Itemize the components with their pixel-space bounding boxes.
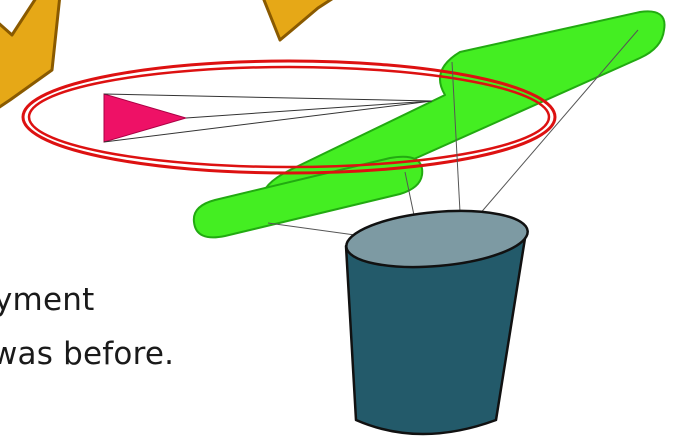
caption-text-line-2: was before. (0, 336, 175, 372)
beam-line-mid (185, 100, 433, 119)
red-ellipse-inner (27, 65, 551, 169)
connector-line-2 (477, 29, 639, 217)
beam-line-bottom (103, 100, 433, 143)
beam-line-top (103, 93, 433, 102)
database-cylinder-body (344, 230, 528, 436)
caption-text-line-1: yment (0, 282, 95, 318)
database-cylinder-top (345, 209, 529, 269)
pink-triangle-marker-icon (103, 93, 188, 143)
gold-star-point-right (262, 0, 334, 42)
green-panel-short (192, 155, 424, 239)
gold-star-point-left (0, 0, 61, 109)
connector-line-1 (451, 61, 461, 213)
red-ellipse-outer (21, 59, 557, 175)
